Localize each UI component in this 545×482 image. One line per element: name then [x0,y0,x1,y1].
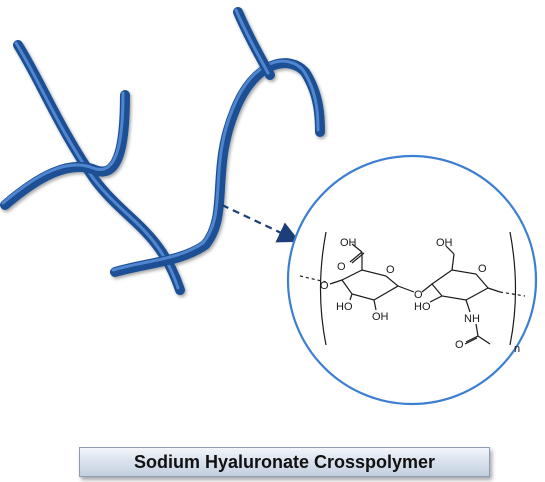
label-glycosidic-o: O [414,289,423,301]
structure-labels: OH O O O HO OH O OH O HO NH O n [320,237,520,355]
label-link-o-left: O [320,280,329,292]
label-amide-nh: NH [464,313,480,325]
polymer-strands [0,7,325,295]
strand-top [233,7,275,80]
label-ring1-o: O [386,264,395,276]
label-ring2-o: O [478,263,487,275]
caption-banner: Sodium Hyaluronate Crosspolymer [79,447,490,477]
pointer-arrow [221,204,300,243]
right-bracket [509,231,517,346]
magnifier-circle [286,154,538,406]
left-bracket [319,231,327,346]
label-ring2-ho: HO [414,301,431,313]
label-ring2-oh-top: OH [436,237,453,249]
label-carbonyl-o: O [337,261,346,273]
strand-middle [0,90,130,210]
right-chain-bond [499,291,526,297]
caption-title: Sodium Hyaluronate Crosspolymer [133,451,436,472]
label-amide-o: O [455,339,464,351]
label-oh-carboxyl: OH [340,237,357,249]
strand-left [13,40,185,295]
left-chain-bond [299,275,327,283]
chemical-structure [299,231,526,346]
label-ring1-ho: HO [336,301,353,313]
label-ring1-oh: OH [372,311,389,323]
label-repeat-n: n [514,343,520,355]
strand-right [110,58,325,277]
